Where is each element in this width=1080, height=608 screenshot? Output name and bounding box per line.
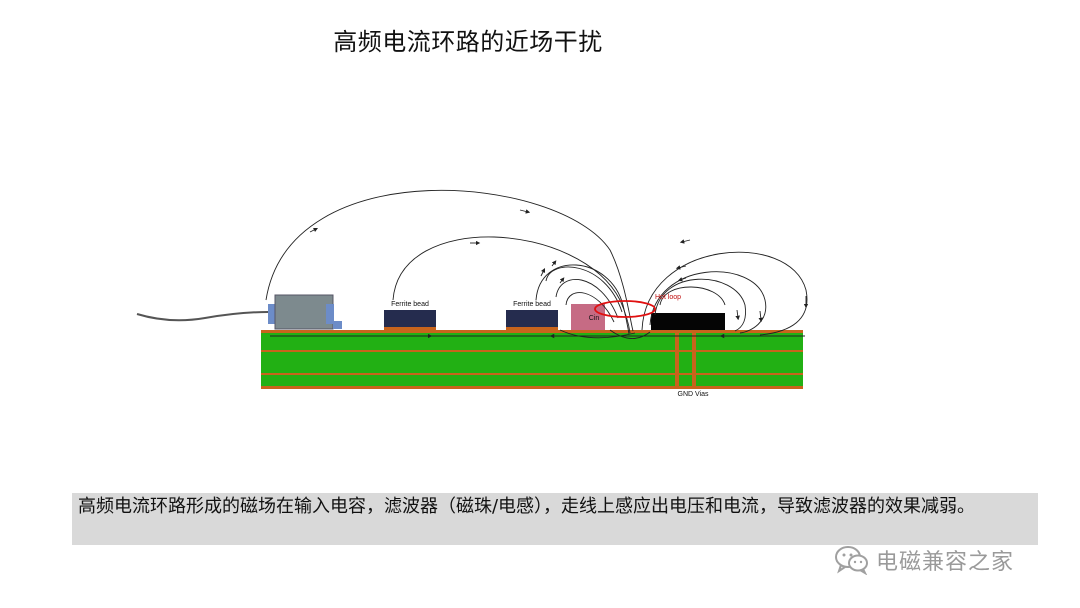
ferrite-bead-label-2: Ferrite bead (513, 301, 551, 308)
ferrite-bead-2 (506, 310, 558, 330)
slide-title: 高频电流环路的近场干扰 (333, 28, 603, 56)
input-capacitor (571, 304, 605, 330)
ferrite-bead-1 (384, 310, 436, 330)
pcb-board (261, 330, 803, 389)
gnd-vias-label: GND Vias (678, 391, 709, 398)
gnd-vias (675, 330, 696, 388)
ferrite-bead-label-1: Ferrite bead (391, 301, 429, 308)
watermark: 电磁兼容之家 (834, 540, 1014, 580)
switching-ic (651, 313, 725, 330)
cin-label: Cin (589, 315, 600, 322)
connector (268, 294, 342, 330)
magnetic-field-lines (265, 189, 809, 339)
hot-loop-label: Hot loop (655, 294, 681, 301)
cable (136, 311, 269, 322)
watermark-text: 电磁兼容之家 (876, 550, 1015, 575)
wechat-icon (835, 546, 868, 575)
caption-box: 高频电流环路形成的磁场在输入电容，滤波器（磁珠/电感），走线上感应出电压和电流，… (72, 493, 1038, 545)
hot-loop-marker (594, 300, 656, 318)
